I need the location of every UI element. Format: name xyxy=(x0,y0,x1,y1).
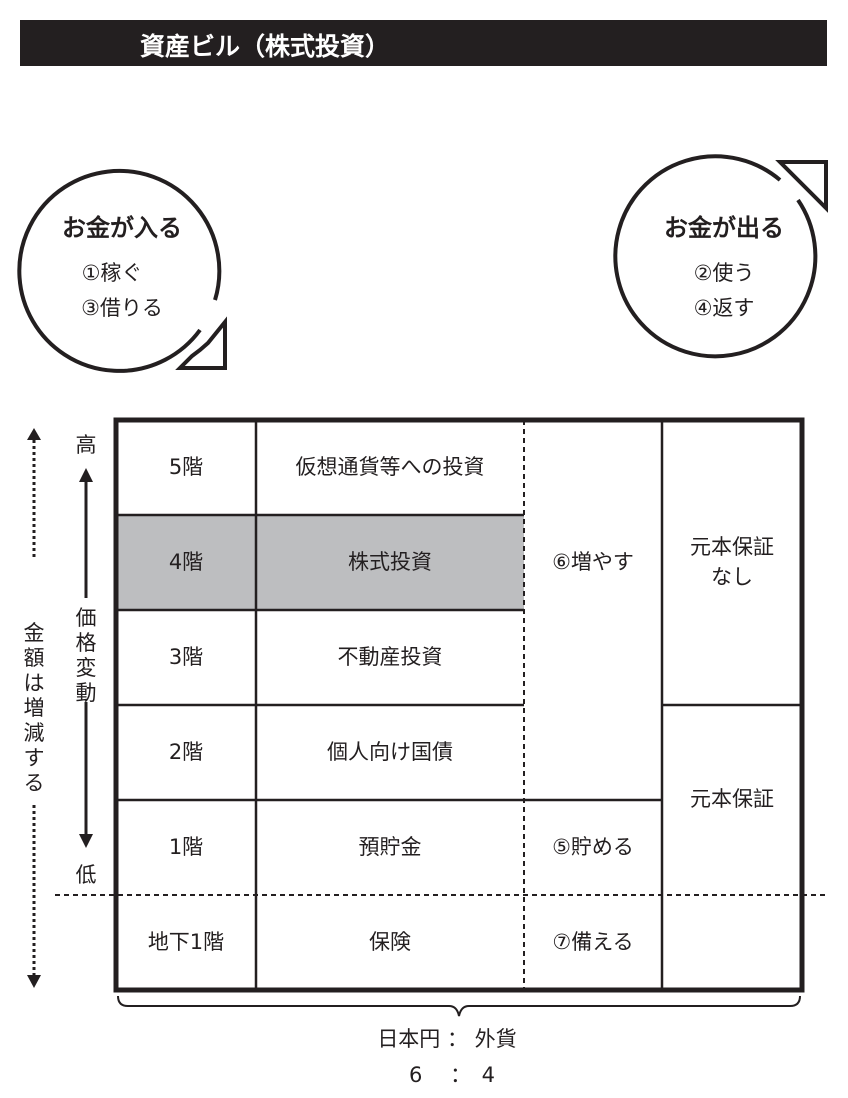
floor-label: 5階 xyxy=(169,455,203,479)
asset-label: 預貯金 xyxy=(359,835,422,859)
dashed-lines xyxy=(55,420,828,990)
arrow-up-icon xyxy=(27,428,41,440)
amount-label: は xyxy=(24,671,45,695)
arrow-icon xyxy=(175,316,227,370)
amount-label: 増 xyxy=(24,696,45,720)
currency-label: 日本円 ： 外貨 xyxy=(377,1027,516,1051)
asset-label: 仮想通貨等への投資 xyxy=(296,455,485,479)
money-in-heading: お金が入る xyxy=(62,214,182,242)
guarantee-none: 元本保証 xyxy=(690,535,774,559)
amount-label: す xyxy=(24,746,45,770)
arrow-icon xyxy=(775,160,828,213)
purpose-save: ⑤貯める xyxy=(552,835,634,859)
price-label: 格 xyxy=(76,631,97,655)
asset-label: 不動産投資 xyxy=(338,645,443,669)
arrow-down-icon xyxy=(79,834,93,848)
floor-label: 1階 xyxy=(169,835,203,859)
currency-ratio: 6 ： 4 xyxy=(409,1063,495,1087)
floor-label: 2階 xyxy=(169,740,203,764)
amount-label: 金 xyxy=(24,621,45,645)
amount-label: 減 xyxy=(24,721,45,745)
high-label: 高 xyxy=(76,433,97,457)
highlight-row xyxy=(116,515,524,610)
amount-label: る xyxy=(24,771,45,795)
floor-label: 4階 xyxy=(169,550,203,574)
purpose-grow: ⑥増やす xyxy=(552,550,634,574)
brace xyxy=(117,995,801,1017)
price-label: 動 xyxy=(76,681,97,705)
grid-lines xyxy=(116,420,802,990)
guarantee-yes: 元本保証 xyxy=(690,787,774,811)
arrow-up-icon xyxy=(79,468,93,482)
price-label: 変 xyxy=(76,656,97,680)
floor-label: 3階 xyxy=(169,645,203,669)
price-axis xyxy=(79,468,93,848)
money-out-item: ②使う xyxy=(694,261,755,285)
amount-axis xyxy=(27,428,41,988)
floor-label: 地下1階 xyxy=(148,930,224,954)
money-out-circle xyxy=(613,154,828,359)
asset-label: 個人向け国債 xyxy=(327,740,453,764)
asset-label: 保険 xyxy=(369,930,411,954)
purpose-prepare: ⑦備える xyxy=(552,930,633,954)
arrow-down-icon xyxy=(27,975,41,988)
asset-label: 株式投資 xyxy=(348,550,432,574)
amount-label: 額 xyxy=(24,646,45,670)
guarantee-none: なし xyxy=(711,565,753,589)
money-in-item: ①稼ぐ xyxy=(82,261,143,285)
page-title: 資産ビル（株式投資） xyxy=(140,32,391,61)
low-label: 低 xyxy=(76,863,97,887)
title-bar: 資産ビル（株式投資） xyxy=(20,20,827,66)
money-in-item: ③借りる xyxy=(81,296,163,320)
money-out-item: ④返す xyxy=(694,296,755,320)
price-label: 価 xyxy=(76,606,97,630)
money-out-heading: お金が出る xyxy=(664,214,784,242)
table-border xyxy=(113,417,805,993)
money-in-circle xyxy=(17,168,227,373)
